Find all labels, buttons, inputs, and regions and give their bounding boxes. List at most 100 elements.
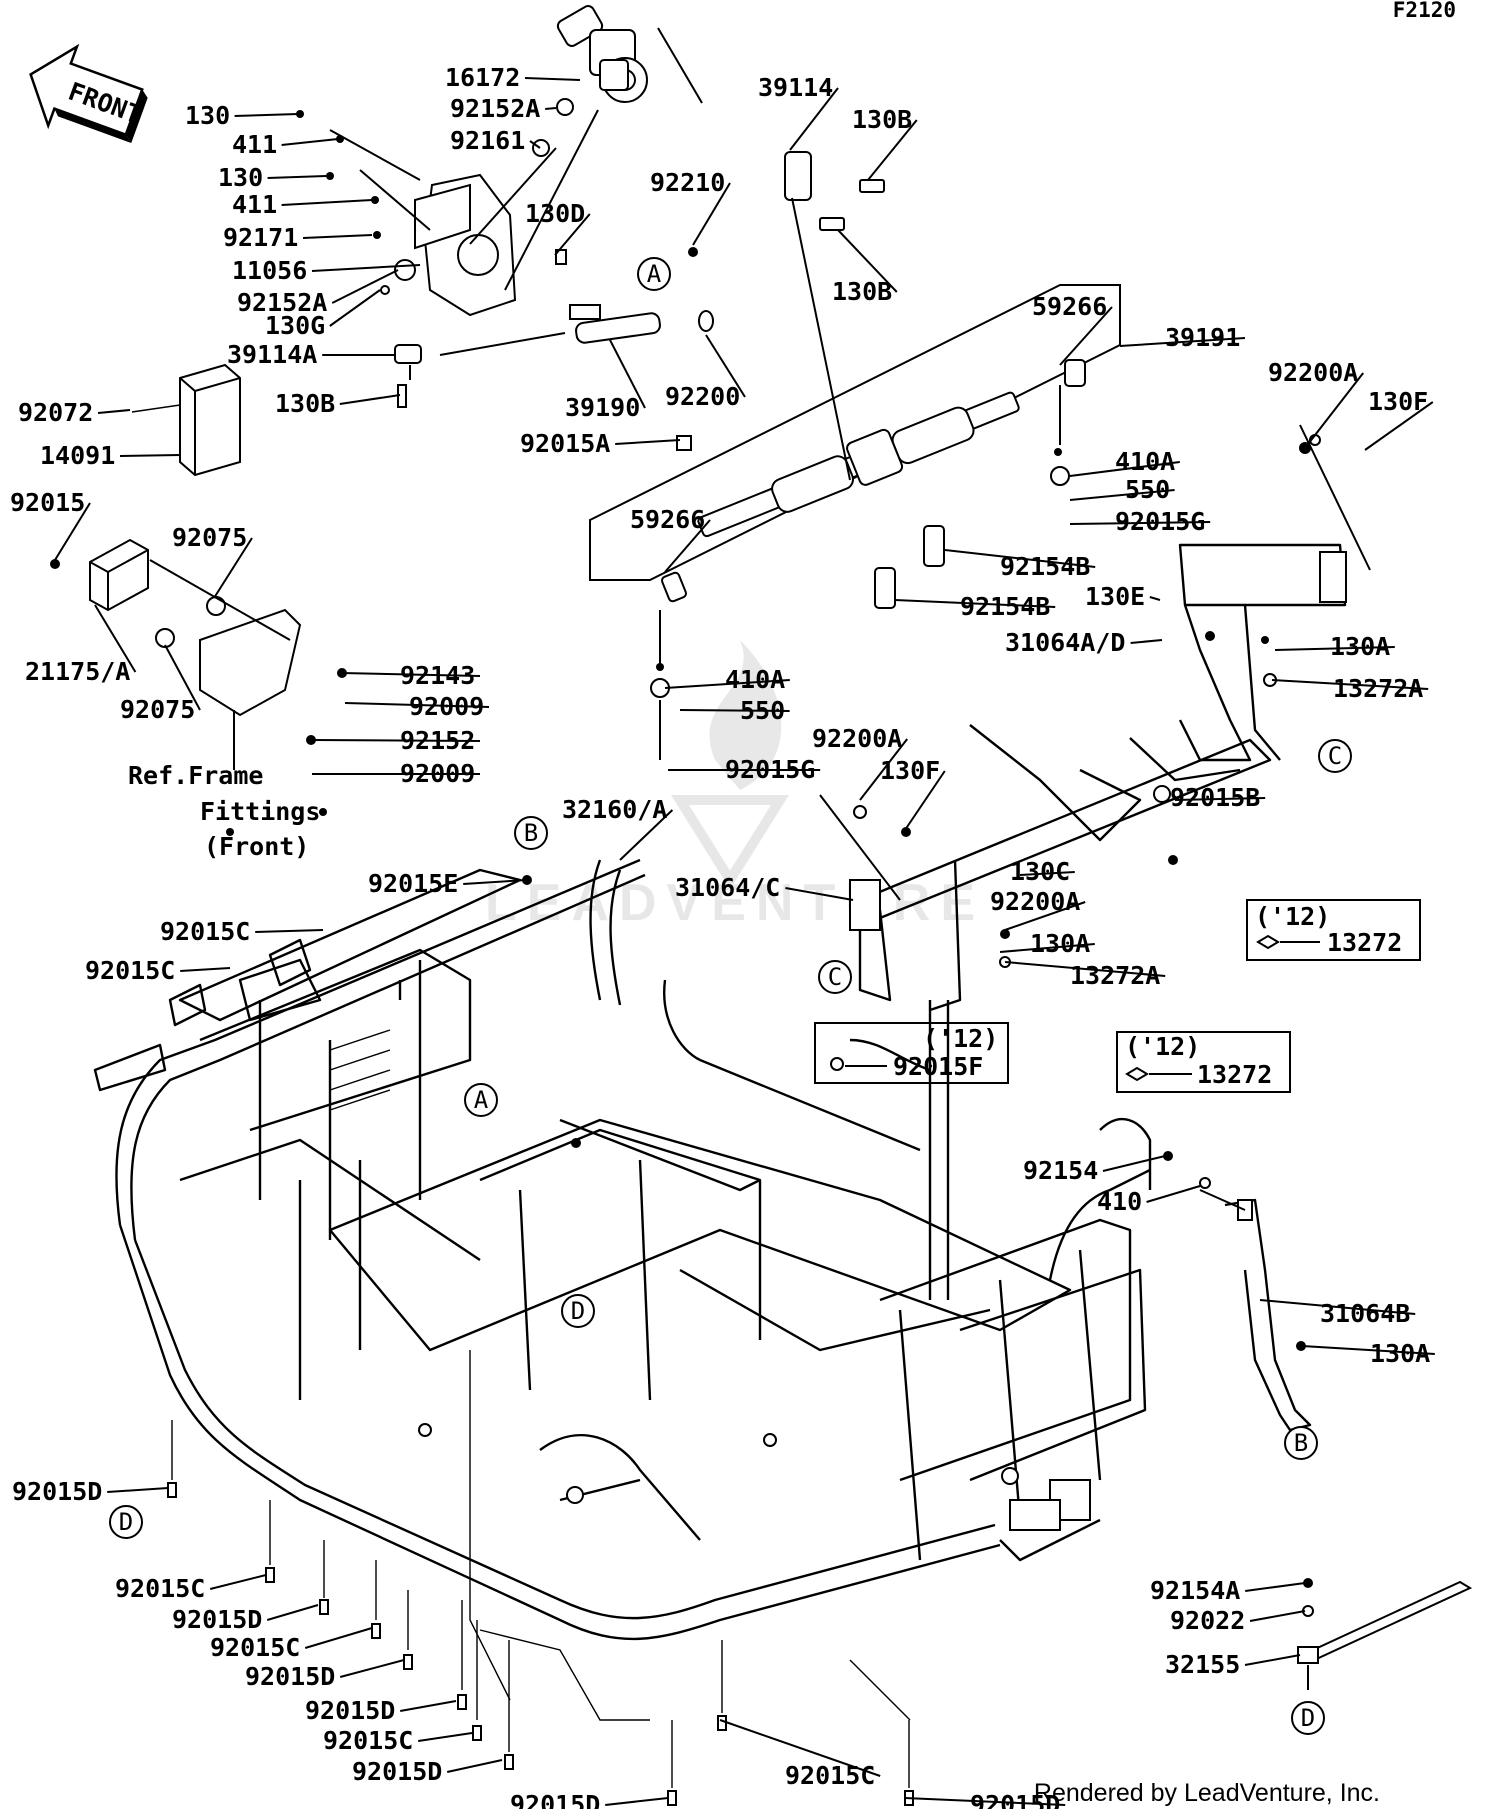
part-label: 32155 [1165,1650,1240,1679]
diagram-code: F2120 [1393,0,1456,22]
leader-line [1146,1185,1201,1203]
part-label: 92015D [12,1477,102,1506]
part-label: 92015D [305,1696,395,1725]
part-label: 92015C [115,1574,205,1603]
part-label: 92075 [120,695,195,724]
part-label: 92200 [665,382,740,411]
leader-line [837,229,898,293]
part-label: 92015 [10,488,85,517]
leader-line [311,264,421,272]
leader-line [1130,639,1163,644]
callout-circle [1318,739,1352,773]
main-frame-drawing [93,808,1152,1641]
part-label: 92200A [990,887,1080,916]
leader-line [266,1604,319,1621]
part-label: 130B [275,389,335,418]
frame-bolts-drawing [167,1350,914,1806]
leader-line [692,182,731,246]
part-label: 92075 [172,523,247,552]
callout-circle [637,257,671,291]
ref-note: Ref.Frame Fittings (Front) [128,761,320,861]
leader-line [1004,901,1086,931]
leader-line [339,1659,405,1678]
callout-letter: D [1301,1704,1315,1732]
part-label: 92015C [323,1726,413,1755]
relay-module-drawing [50,538,347,770]
leader-line [664,519,711,573]
leader-line [789,87,839,151]
leader-line [524,77,581,81]
leader-line [999,943,1095,953]
leader-line [97,409,131,414]
front-arrow-icon: FRONT [29,43,148,144]
callout-circle [818,960,852,994]
ref-note-line1: Ref.Frame [128,761,263,790]
leader-line [311,739,481,742]
part-label: 14091 [40,441,115,470]
part-label: 59266 [1032,292,1107,321]
leader-line [554,213,591,256]
leader-line [344,702,490,708]
callout-letter: A [647,260,662,288]
leader-line [867,119,918,181]
leader-line [859,738,908,801]
steering-gearbox-drawing [296,5,714,408]
part-label: 92015C [210,1633,300,1662]
callout-letter: A [474,1086,489,1114]
callout-letter: C [1328,742,1342,770]
callout-letter: C [828,963,842,991]
part-label: 410A [1115,447,1175,476]
steering-rack-drawing [589,151,1121,760]
leader-line [1271,679,1429,690]
leader-line [1069,489,1175,501]
watermark-logo: LEADVENTURE [485,640,975,932]
leader-line [904,1797,1066,1806]
part-label: 92171 [223,223,298,252]
part-label: 39190 [565,393,640,422]
leader-line [213,537,253,599]
leader-line [304,1627,373,1649]
upper-bracket-drawing [1153,424,1371,803]
leader-line [785,887,854,901]
ref-note-line3: (Front) [204,832,309,861]
leader-line [463,879,527,885]
leader-line [664,679,790,689]
leader-line [1069,461,1180,477]
leader-line [609,339,646,409]
callout-letter: B [524,819,538,847]
year-note-2: ('12) 92015F [814,1022,1009,1084]
part-label: 92015A [520,429,610,458]
leader-line [1274,646,1395,651]
leader-line [1004,961,1166,977]
callout-circle [514,816,548,850]
part-label: 92072 [18,398,93,427]
leader-line [904,770,946,831]
callout-circle [1284,1426,1318,1460]
part-label: 92154A [1150,1576,1240,1605]
part-label: 130C [1010,857,1070,886]
leader-line [94,604,137,673]
part-label: 39114A [227,340,317,369]
leader-line [341,672,481,677]
part-label: 59266 [630,505,705,534]
leader-line [400,1700,457,1712]
callout-letter: B [1294,1429,1308,1457]
ecu-box-drawing [131,363,241,477]
part-label: 21175/A [25,657,130,686]
part-label: 92015D [245,1662,335,1691]
year-note-2-part: 92015F [893,1052,983,1081]
part-label: 130D [525,199,585,228]
leader-line [54,502,91,561]
part-label: 32160/A [562,795,667,824]
part-label: 92022 [1170,1606,1245,1635]
part-label: 130 [218,163,263,192]
leader-line [615,439,681,445]
leader-line [267,175,327,179]
part-label: 92200A [1268,358,1358,387]
part-label: 550 [1125,475,1170,504]
part-label: 411 [232,190,277,219]
leader-line [281,199,373,206]
leader-line [331,269,399,304]
part-label: 13272A [1070,961,1160,990]
part-label: 92210 [650,168,725,197]
